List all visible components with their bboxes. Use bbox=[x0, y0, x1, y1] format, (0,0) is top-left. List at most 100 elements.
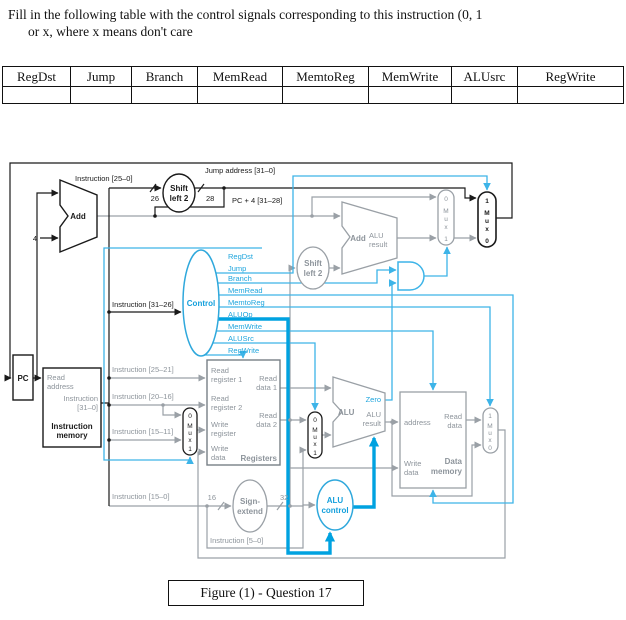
svg-text:u: u bbox=[188, 430, 192, 437]
instruction-memory: Read address Instruction [31–0] Instruct… bbox=[42, 367, 102, 448]
answer-cell-regwrite[interactable] bbox=[517, 86, 624, 104]
svg-text:M: M bbox=[187, 423, 192, 430]
instr-20-16-label: Instruction [20–16] bbox=[112, 392, 174, 401]
reg-read1-l2: register 1 bbox=[211, 375, 242, 384]
reg-rd1-l2: data 1 bbox=[256, 383, 277, 392]
and-gate bbox=[397, 261, 425, 291]
reg-wd-l2: data bbox=[211, 453, 226, 462]
reg-wd-l1: Write bbox=[211, 444, 228, 453]
pc-add-4-adder: Add bbox=[59, 178, 98, 254]
junction-dots bbox=[35, 186, 394, 508]
signext-to-branch-shift-wire bbox=[288, 264, 296, 506]
jump-address-wire bbox=[195, 187, 477, 202]
question-text: Fill in the following table with the con… bbox=[8, 6, 608, 40]
branch-signal-label: Branch bbox=[228, 274, 252, 283]
figure-caption: Figure (1) - Question 17 bbox=[168, 580, 364, 606]
pc-feedback-wire bbox=[4, 162, 513, 382]
reg-read2-l1: Read bbox=[211, 394, 229, 403]
alusrc-mux: 0 M u x 1 bbox=[307, 411, 323, 459]
registers-title: Registers bbox=[241, 454, 278, 463]
regdst-wire bbox=[103, 247, 262, 465]
branch-shift-left-2: Shift left 2 bbox=[296, 246, 330, 290]
signext-out-wire bbox=[267, 446, 307, 507]
pc-label: PC bbox=[17, 374, 28, 383]
alu-result-to-memtoreg-mux-wire bbox=[391, 422, 482, 497]
regwrite-wire bbox=[205, 350, 247, 359]
instr-15-11-label: Instruction [15–11] bbox=[112, 427, 173, 436]
svg-text:x: x bbox=[485, 226, 489, 233]
dmem-title-1: Data bbox=[445, 457, 463, 466]
branch-add-result-1: ALU bbox=[369, 231, 384, 240]
reg-wr-l2: register bbox=[211, 429, 237, 438]
alusrc-mux-in0: 0 bbox=[313, 417, 317, 424]
data-memory: address Read data Write data Data memory bbox=[399, 391, 467, 489]
imem-title-1: Instruction bbox=[51, 422, 92, 431]
branch-wire bbox=[218, 266, 397, 284]
memwrite-signal-label: MemWrite bbox=[228, 322, 262, 331]
pcsrc-mux-in0: 0 bbox=[444, 196, 448, 203]
branch-add-label: Add bbox=[350, 234, 366, 243]
instruction-bus bbox=[101, 188, 110, 506]
svg-text:M: M bbox=[484, 210, 489, 217]
pcsrc-mux: 0 M u x 1 bbox=[437, 189, 455, 246]
reg-rd1-l1: Read bbox=[259, 374, 277, 383]
wire-labels: Instruction [25–0] Jump address [31–0] P… bbox=[33, 166, 289, 545]
jump-mux-in1: 1 bbox=[485, 198, 489, 205]
col-memwrite: MemWrite bbox=[368, 66, 452, 87]
instr-31-26-label: Instruction [31–26] bbox=[112, 300, 174, 309]
instr-25-0-label: Instruction [25–0] bbox=[75, 174, 133, 183]
instr-15-0-label: Instruction [15–0] bbox=[112, 492, 170, 501]
alu-control-unit: ALU control bbox=[316, 479, 354, 531]
memtoreg-wire bbox=[219, 306, 494, 407]
alu-control-out-wire bbox=[353, 436, 380, 509]
svg-text:u: u bbox=[485, 218, 489, 225]
regdst-mux: 0 M u x 1 bbox=[182, 407, 198, 456]
control-signal-table: RegDst Jump Branch MemRead MemtoReg MemW… bbox=[2, 66, 624, 104]
reg-rd2-l1: Read bbox=[259, 411, 277, 420]
rt-to-regdst-mux-wire bbox=[162, 405, 182, 419]
dmem-title-2: memory bbox=[431, 467, 463, 476]
svg-text:x: x bbox=[313, 441, 317, 448]
svg-text:x: x bbox=[488, 437, 492, 444]
slash-26 bbox=[149, 183, 157, 193]
const-4-label: 4 bbox=[33, 234, 37, 243]
jump-shift-label-1: Shift bbox=[170, 184, 188, 193]
zero-label: Zero bbox=[366, 395, 381, 404]
slash-32 bbox=[276, 501, 284, 511]
aluctl-label-1: ALU bbox=[327, 496, 344, 505]
jump-wire bbox=[216, 175, 491, 274]
pc-plus4-to-pcsrc-mux-wire bbox=[311, 193, 437, 216]
width-32-label: 32 bbox=[280, 493, 288, 502]
alusrc-wire bbox=[213, 342, 319, 411]
jump-address-label: Jump address [31–0] bbox=[205, 166, 275, 175]
instr-5-0-label: Instruction [5–0] bbox=[210, 536, 263, 545]
svg-text:M: M bbox=[312, 427, 317, 434]
pcsrc-mux-in1: 1 bbox=[444, 236, 448, 243]
jump-shift-left-2: Shift left 2 bbox=[162, 173, 196, 213]
width-26-label: 26 bbox=[151, 194, 159, 203]
svg-text:u: u bbox=[444, 216, 448, 223]
dmem-rd-l1: Read bbox=[444, 412, 462, 421]
aluop-signal-label: ALUOp bbox=[228, 310, 253, 319]
imem-out-port: Instruction bbox=[63, 394, 98, 403]
aluop-wire bbox=[218, 317, 336, 555]
alu-result-1: ALU bbox=[366, 410, 381, 419]
pc-to-add-wire bbox=[36, 189, 59, 378]
branch-adder: Add ALU result bbox=[341, 201, 398, 275]
writeback-wire bbox=[197, 429, 506, 559]
col-regwrite: RegWrite bbox=[517, 66, 624, 87]
memtoreg-signal-label: MemtoReg bbox=[228, 298, 265, 307]
jump-mux: 1 M u x 0 bbox=[477, 191, 497, 248]
memtoreg-mux: 1 M u x 0 bbox=[482, 407, 499, 454]
instr-5-0-wire bbox=[206, 501, 316, 549]
jump-shift-label-2: left 2 bbox=[170, 194, 189, 203]
regdst-mux-in0: 0 bbox=[188, 413, 192, 420]
svg-text:u: u bbox=[488, 430, 492, 437]
regwrite-signal-label: RegWrite bbox=[228, 346, 259, 355]
svg-text:x: x bbox=[444, 224, 448, 231]
width-16-label: 16 bbox=[208, 493, 216, 502]
reg-read1-l1: Read bbox=[211, 366, 229, 375]
memread-signal-label: MemRead bbox=[228, 286, 263, 295]
zero-wire bbox=[385, 279, 397, 401]
